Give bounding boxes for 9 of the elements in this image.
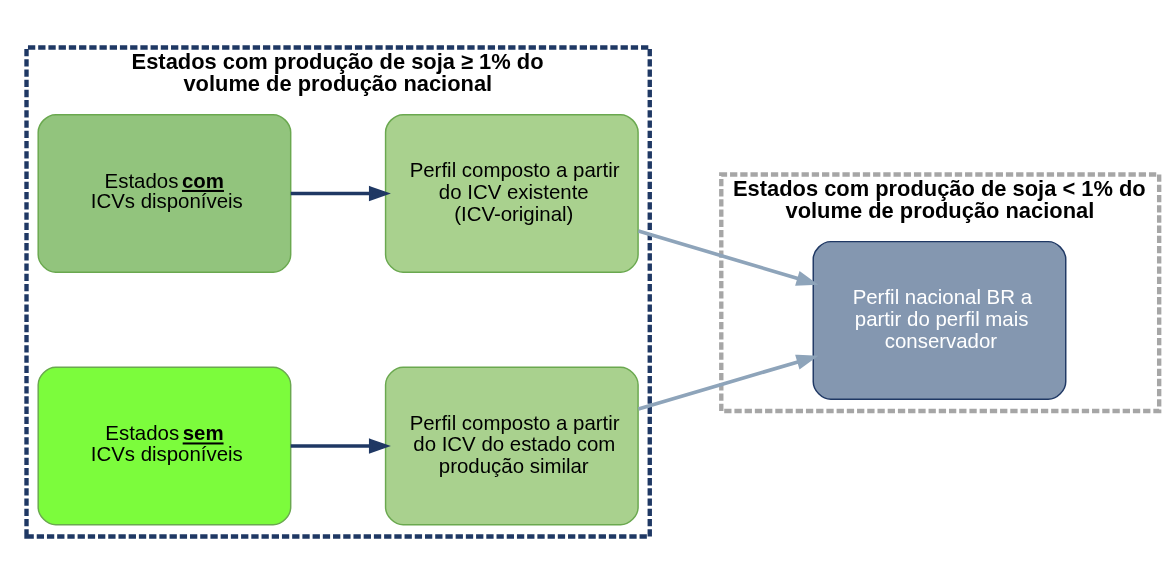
node-box: Estados com ICVs disponíveis	[37, 113, 292, 273]
node-box: Perfil composto a partir do ICV existente (ICV-original)	[384, 113, 639, 273]
arrow	[290, 185, 391, 201]
arrow	[637, 228, 819, 286]
node-box: Perfil nacional BR a partir do perfil mais conservador	[812, 240, 1067, 400]
node-box: Perfil composto a partir do ICV do estado com produção similar	[384, 365, 639, 526]
arrow	[290, 437, 391, 454]
arrow	[637, 354, 819, 411]
node-box: Estados sem ICVs disponíveis	[37, 365, 292, 526]
